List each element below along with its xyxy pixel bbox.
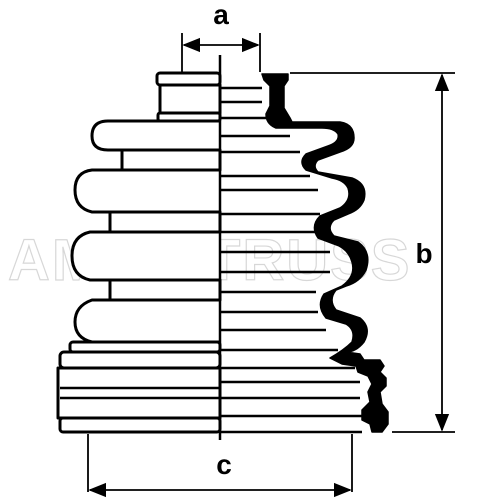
boot-outline-left-half [56,71,222,434]
boot-section-right-half [220,86,362,434]
dimension-b [290,72,455,433]
boot-wall-section [261,73,389,433]
dimension-label-b: b [415,238,432,269]
dimension-label-c: c [216,449,232,480]
dimension-c [87,434,353,498]
dimension-a [181,33,261,72]
left-band-detail-lines [60,386,220,400]
dimension-label-a: a [213,0,229,30]
